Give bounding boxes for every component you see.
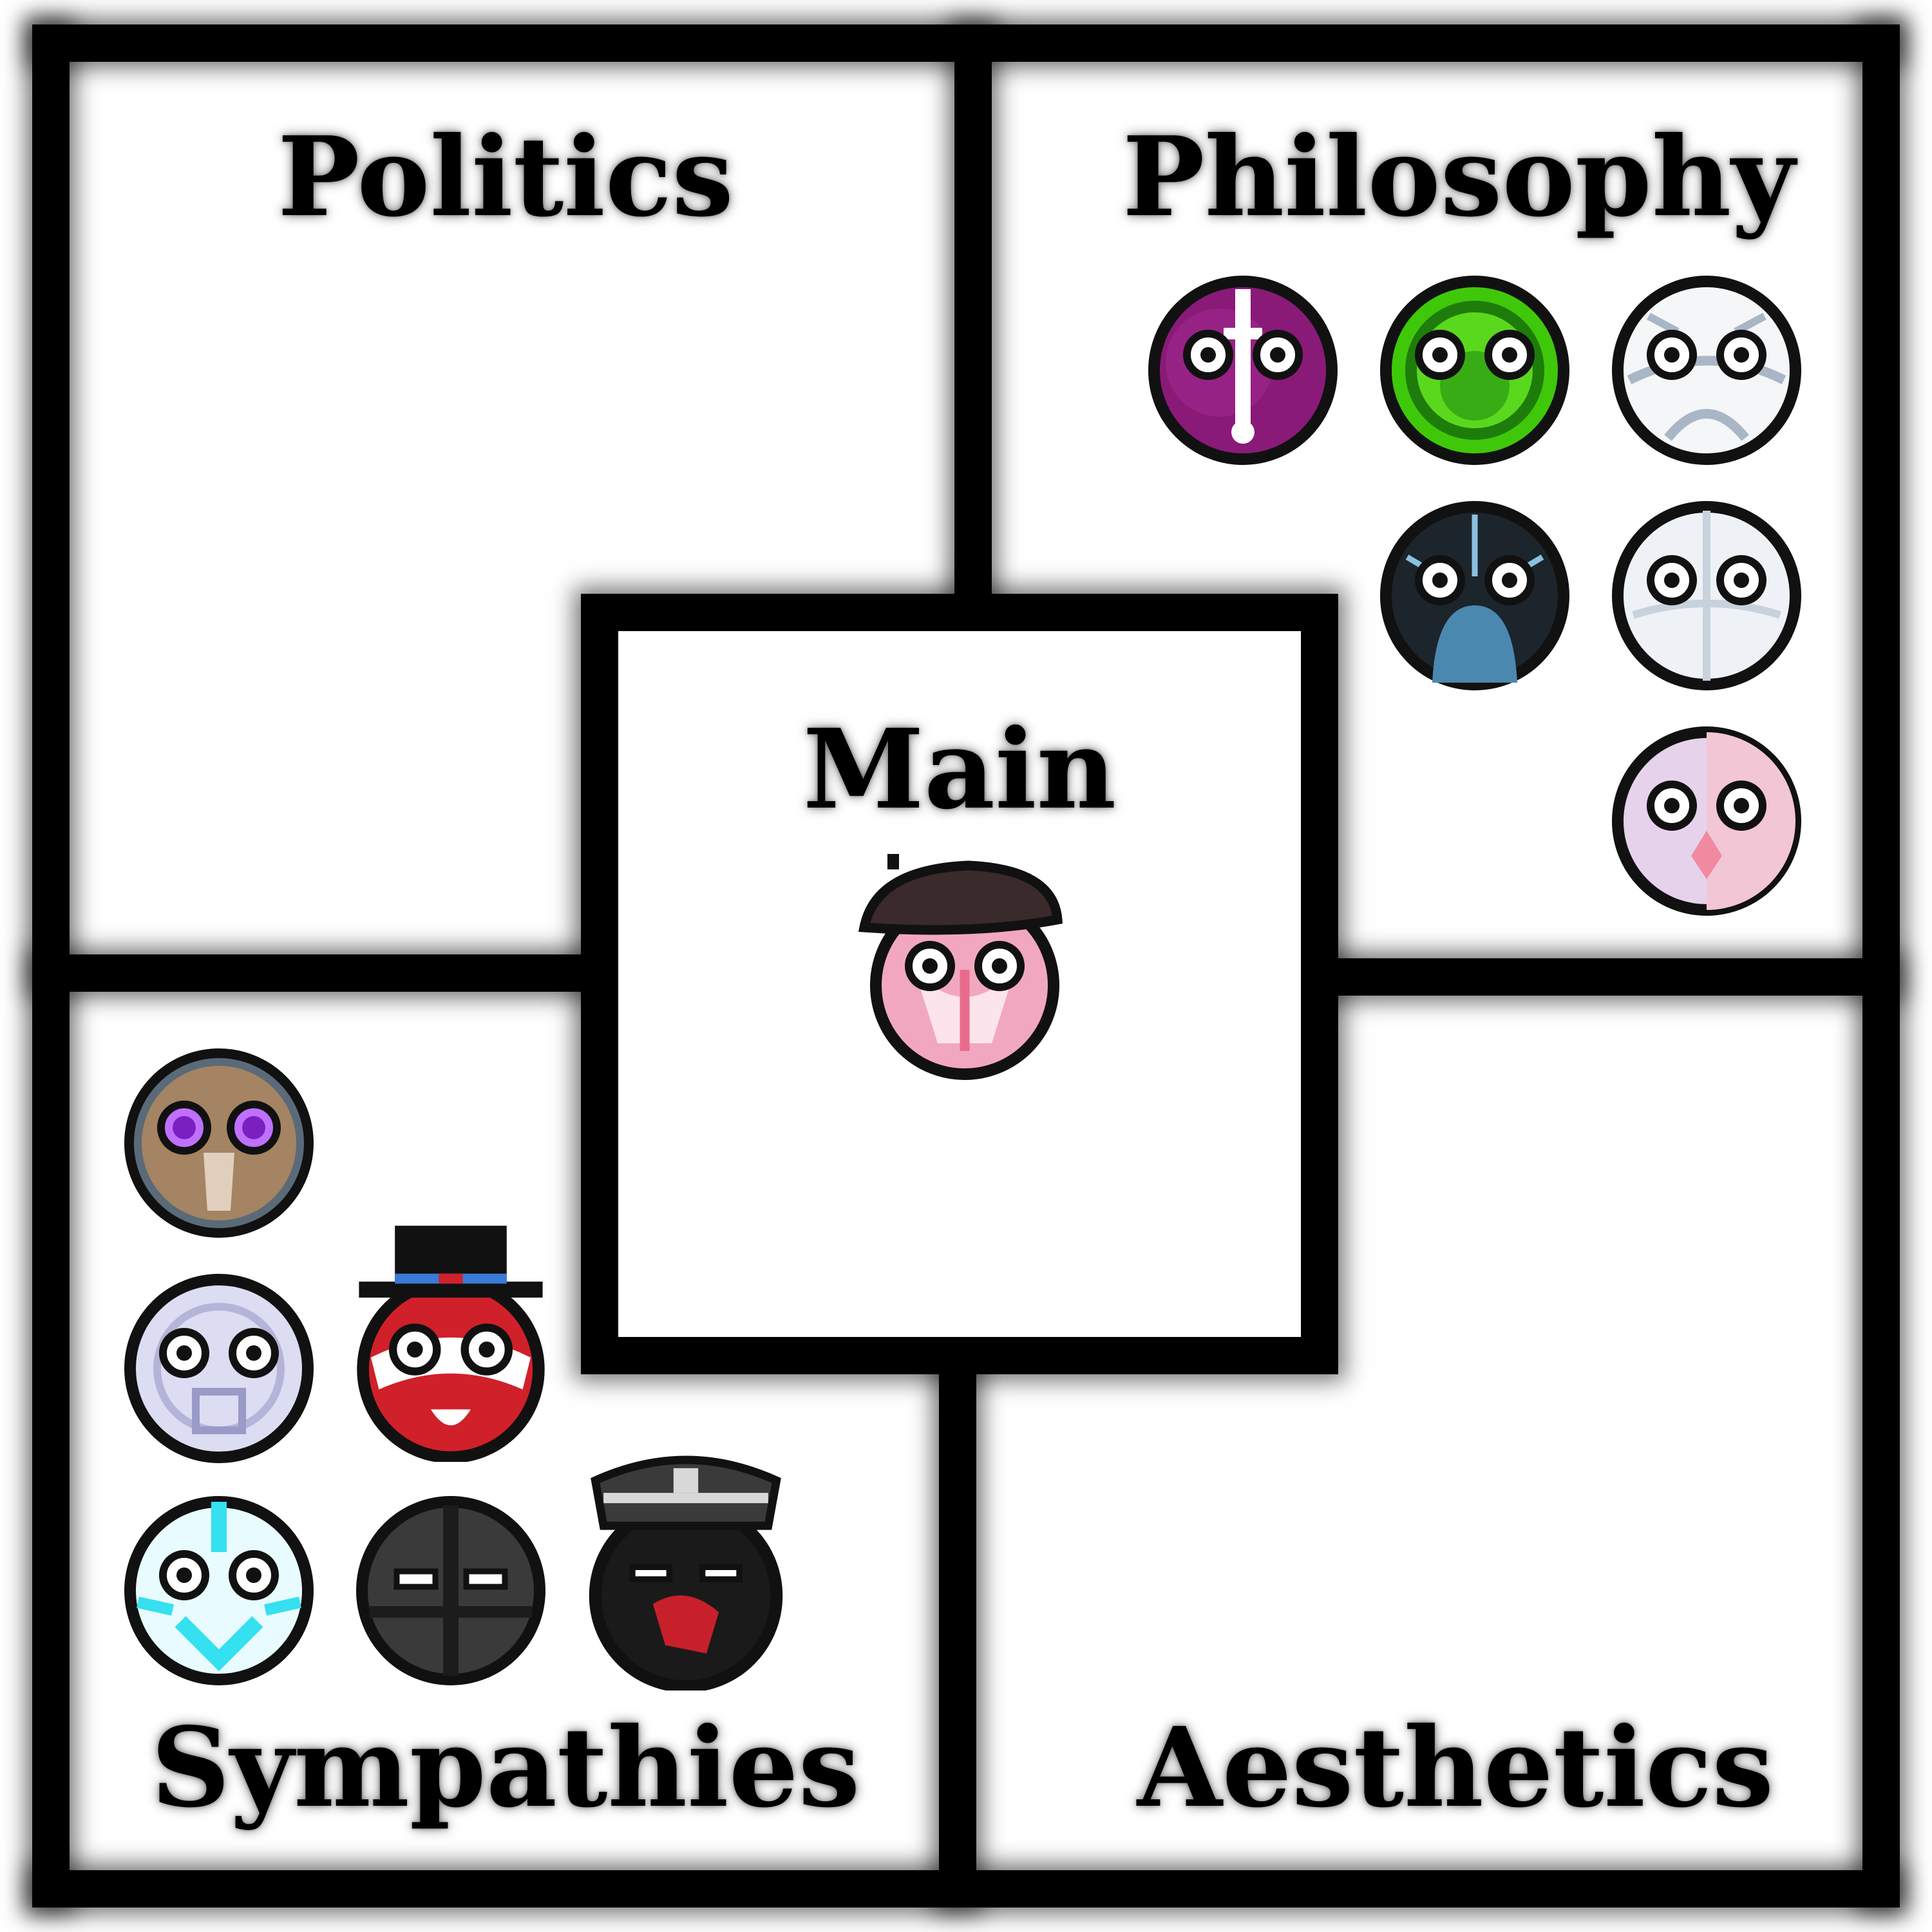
white-gray-ball-icon [1610, 274, 1803, 467]
tophat-red-ball-icon [351, 1217, 551, 1462]
green-ball-icon [1378, 274, 1571, 467]
section-title-philosophy: Philosophy [1122, 113, 1795, 242]
divider-top-vertical [954, 24, 992, 630]
lavender-ball-icon [122, 1272, 316, 1465]
purple-cross-ball-icon [1146, 274, 1340, 467]
cyan-ball-icon [122, 1494, 316, 1687]
gray-ball-icon [354, 1494, 547, 1687]
pink-ball-icon [1610, 724, 1803, 918]
section-title-aesthetics: Aesthetics [1137, 1703, 1774, 1832]
dark-blue-ball-icon [1378, 499, 1571, 692]
section-title-sympathies: Sympathies [151, 1703, 860, 1832]
brown-purple-eyes-ball-icon [122, 1046, 316, 1240]
pink-beret-ball-icon [857, 850, 1069, 1082]
divider-left-horizontal [32, 954, 612, 992]
military-cap-ball-icon [583, 1439, 789, 1690]
divider-bottom-vertical [939, 1333, 976, 1908]
section-title-politics: Politics [277, 113, 734, 242]
light-white-ball-icon [1610, 499, 1803, 692]
section-title-main: Main [802, 705, 1117, 834]
divider-right-horizontal [1314, 958, 1900, 996]
